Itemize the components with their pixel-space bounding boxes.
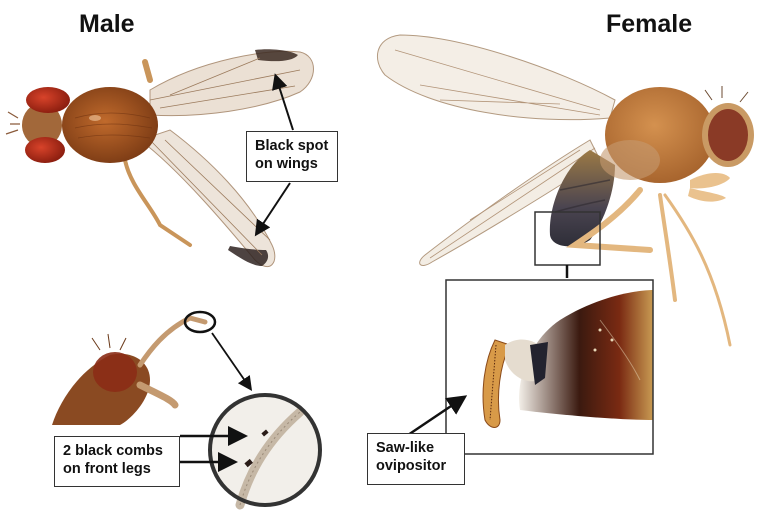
annotation-leg-combs-line1: 2 black combs xyxy=(63,443,163,459)
annotation-wing-spot: Black spot on wings xyxy=(246,131,338,182)
annotation-ovipositor: Saw-like ovipositor xyxy=(367,433,465,485)
ovipositor-inset xyxy=(445,279,654,455)
panel-title-female: Female xyxy=(606,10,693,38)
annotation-leg-combs-line2: on front legs xyxy=(63,461,151,477)
arrow-to-leg-inset xyxy=(211,332,253,391)
female-fly xyxy=(377,34,754,347)
arrow-ovipositor xyxy=(407,395,468,437)
leg-tip-highlight-ring xyxy=(183,310,217,334)
male-fly xyxy=(5,49,314,267)
annotation-wing-spot-line2: on wings xyxy=(255,156,318,172)
arrow-lower-wing-spot xyxy=(254,182,291,237)
annotation-ovipositor-line1: Saw-like xyxy=(376,440,435,456)
male-head-closeup xyxy=(52,315,208,425)
annotation-ovipositor-line2: ovipositor xyxy=(376,458,447,474)
arrow-upper-wing-spot xyxy=(272,73,294,131)
annotation-wing-spot-line1: Black spot xyxy=(255,138,329,154)
leg-comb-inset xyxy=(208,393,322,510)
panel-title-male: Male xyxy=(79,10,135,38)
annotation-leg-combs: 2 black combs on front legs xyxy=(54,436,180,487)
